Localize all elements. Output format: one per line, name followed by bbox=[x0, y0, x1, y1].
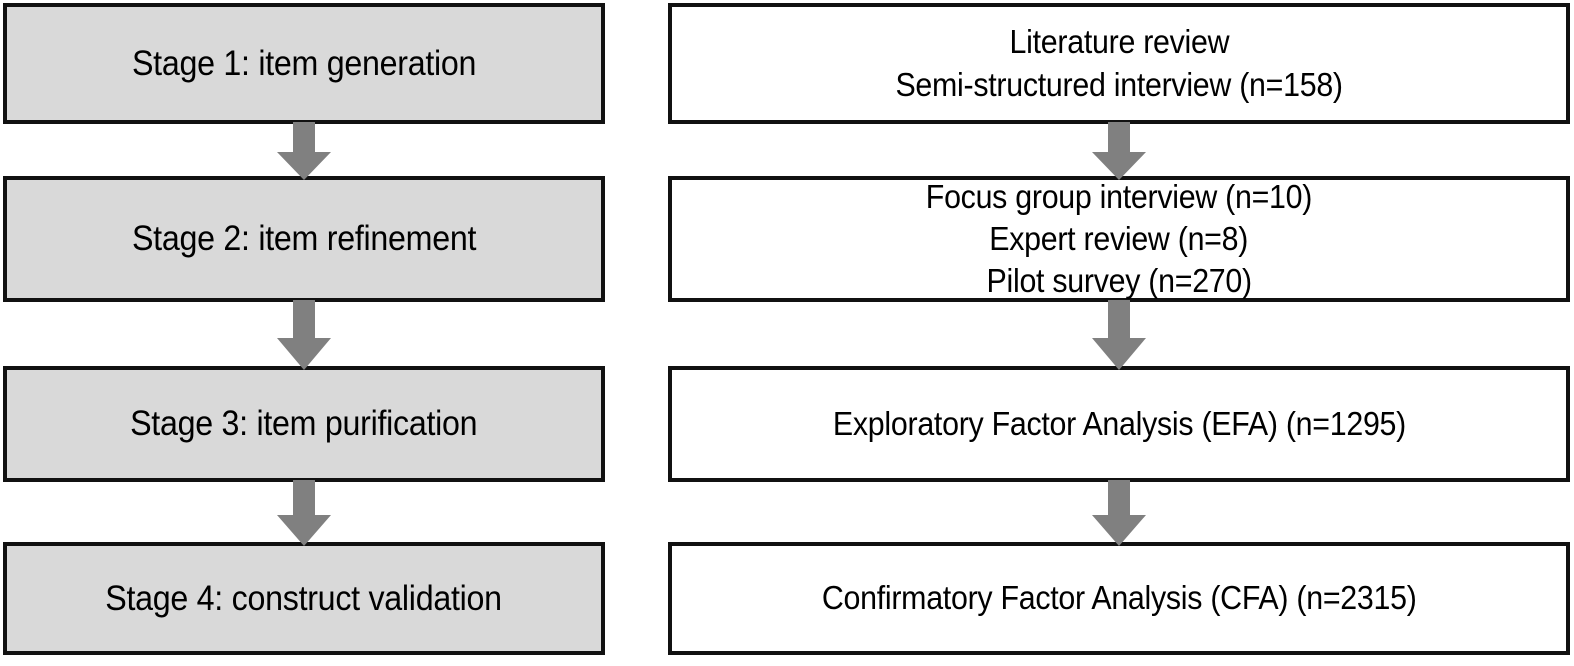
arrow-down-icon bbox=[268, 300, 340, 370]
stage-box-1-label: Stage 1: item generation bbox=[131, 43, 477, 83]
stage-box-2: Stage 2: item refinement bbox=[3, 176, 605, 302]
arrow-down-icon bbox=[1083, 480, 1155, 546]
detail-box-1: Literature review Semi-structured interv… bbox=[668, 3, 1570, 124]
stage-box-4: Stage 4: construct validation bbox=[3, 542, 605, 655]
arrow-down-icon bbox=[1083, 122, 1155, 180]
detail-box-3-line-1: Exploratory Factor Analysis (EFA) (n=129… bbox=[832, 404, 1406, 442]
detail-box-2-line-3: Pilot survey (n=270) bbox=[986, 262, 1252, 300]
stage-box-2-label: Stage 2: item refinement bbox=[131, 219, 477, 259]
arrow-down-icon bbox=[1083, 300, 1155, 370]
detail-box-2: Focus group interview (n=10) Expert revi… bbox=[668, 176, 1570, 302]
detail-box-1-line-1: Literature review bbox=[1009, 23, 1229, 61]
detail-box-2-line-1: Focus group interview (n=10) bbox=[925, 177, 1313, 215]
detail-box-2-line-2: Expert review (n=8) bbox=[989, 219, 1249, 257]
stage-box-4-label: Stage 4: construct validation bbox=[105, 578, 503, 618]
stage-box-3: Stage 3: item purification bbox=[3, 366, 605, 482]
arrow-down-icon bbox=[268, 122, 340, 180]
detail-box-1-line-2: Semi-structured interview (n=158) bbox=[895, 65, 1343, 103]
detail-box-3: Exploratory Factor Analysis (EFA) (n=129… bbox=[668, 366, 1570, 482]
detail-box-4-line-1: Confirmatory Factor Analysis (CFA) (n=23… bbox=[821, 579, 1417, 617]
arrow-down-icon bbox=[268, 480, 340, 546]
stage-box-3-label: Stage 3: item purification bbox=[130, 404, 478, 444]
stage-box-1: Stage 1: item generation bbox=[3, 3, 605, 124]
detail-box-4: Confirmatory Factor Analysis (CFA) (n=23… bbox=[668, 542, 1570, 655]
